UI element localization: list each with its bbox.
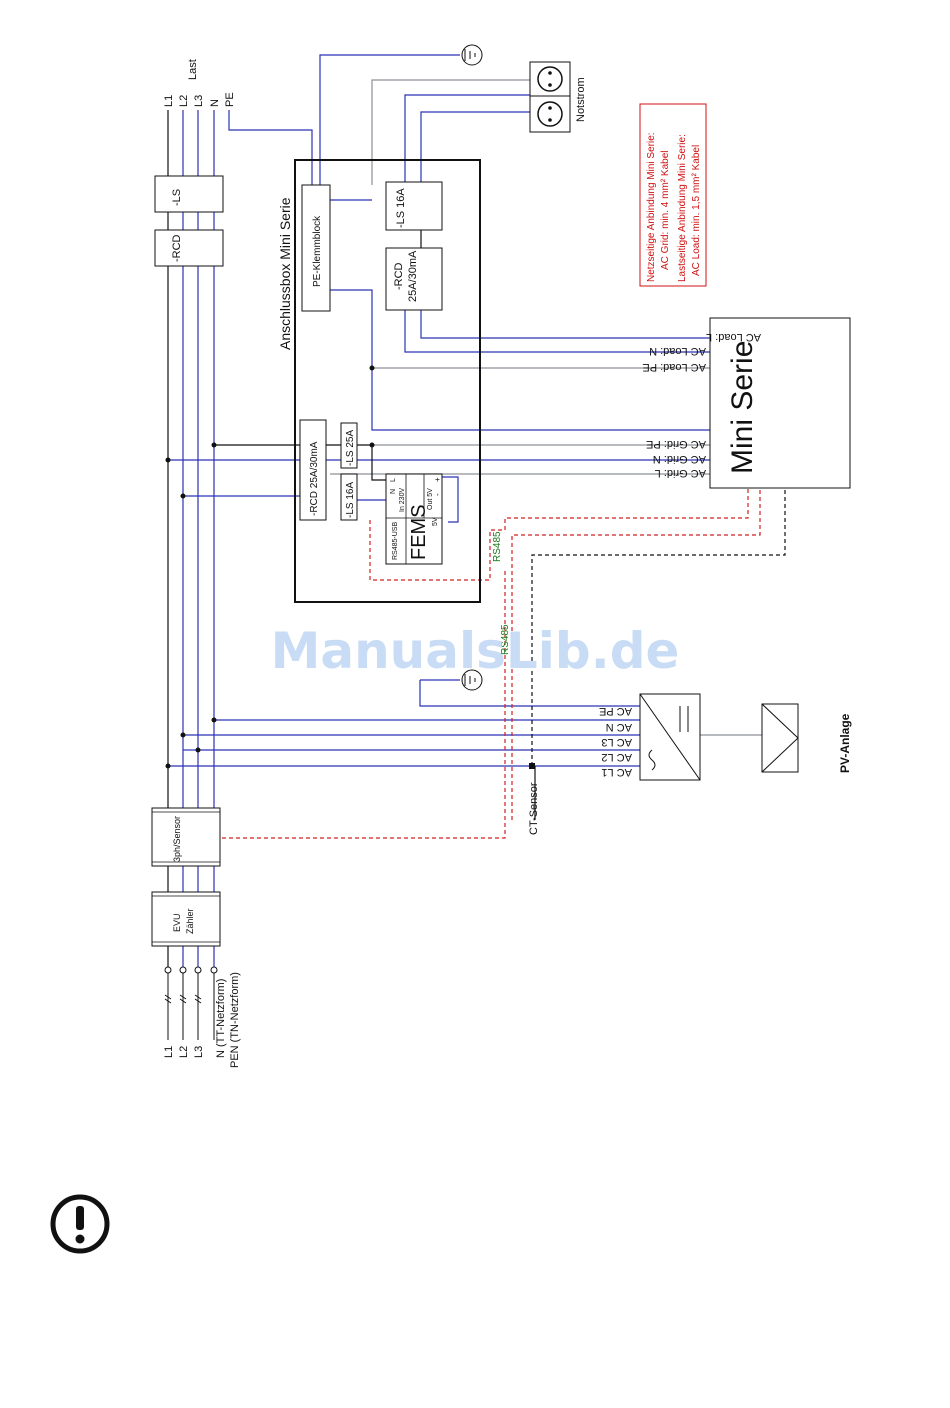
junction-dots	[165, 365, 535, 769]
wiring	[167, 54, 786, 968]
socket-icon	[529, 95, 571, 133]
label-pv-acpe: AC PE	[599, 705, 632, 717]
label-fems-in230: In 230V	[399, 488, 406, 512]
label-pv-acn: AC N	[606, 721, 632, 733]
anschlussbox-title: Anschlussbox Mini Serie	[277, 197, 293, 350]
label-n-tt: N (TT-Netzform)	[215, 979, 227, 1058]
mini-serie-inverter: Mini Serie AC Load: L	[706, 317, 851, 489]
label-last: Last	[187, 59, 199, 80]
label-ac-grid-pe: AC Grid: PE	[646, 438, 706, 450]
label-meter-2: Zähler	[185, 908, 195, 934]
label-pen-tn: PEN (TN-Netzform)	[229, 972, 241, 1068]
label-notstrom: Notstrom	[575, 77, 587, 122]
anschlussbox: Anschlussbox Mini Serie PE-Klemmblock -L…	[277, 159, 481, 603]
label-main-ls: -LS	[171, 189, 183, 206]
label-l1-bottom: L1	[163, 1046, 175, 1058]
label-box-ls25: -LS 25A	[345, 430, 356, 466]
pv-panel-icon	[761, 703, 799, 773]
label-meter-1: EVU	[172, 913, 182, 932]
label-pv-acl3: AC L3	[601, 736, 632, 748]
label-l2-top: L2	[178, 95, 190, 107]
label-pe-klemmblock: PE-Klemmblock	[312, 215, 323, 287]
label-l3-top: L3	[193, 95, 205, 107]
box-rcd-top	[385, 247, 443, 311]
label-pv-anlage: PV-Anlage	[838, 713, 852, 773]
label-l3-bottom: L3	[193, 1046, 205, 1058]
box-rcd-bottom	[299, 419, 327, 521]
label-box-ls16-bottom: -LS 16A	[345, 482, 356, 518]
label-fems-minus: -	[433, 493, 442, 496]
socket-icon	[529, 61, 571, 97]
label-fems-out5v: Out 5V	[427, 488, 434, 510]
note-line-4: AC Load: min. 1,5 mm² Kabel	[691, 145, 702, 276]
pe-klemmblock	[301, 184, 331, 312]
label-ac-load-n: AC Load: N	[649, 345, 706, 357]
label-fems-plus: +	[433, 477, 442, 482]
label-pv-acl1: AC L1	[601, 766, 632, 778]
cable-note: Netzseitige Anbindung Mini Serie: AC Gri…	[639, 103, 707, 287]
label-pv-acl2: AC L2	[601, 751, 632, 763]
pv-inverter	[639, 693, 701, 781]
evu-meter: EVU Zähler	[151, 891, 221, 947]
main-rcd: -RCD	[154, 229, 224, 267]
label-ac-load-l: AC Load: L	[706, 331, 761, 343]
label-fems-l: L	[390, 478, 397, 482]
note-line-3: Lastseitige Anbindung Mini Serie:	[677, 134, 688, 282]
main-ls: -LS	[154, 175, 224, 213]
pv-terminal-labels: AC PE AC N AC L3 AC L2 AC L1	[599, 705, 632, 778]
bottom-terminals	[164, 966, 218, 974]
label-l1-top: L1	[163, 95, 175, 107]
ground-icon	[461, 44, 483, 66]
cable-breaks	[164, 973, 215, 1040]
sensor-3ph: 3ph/Sensor	[151, 807, 221, 867]
label-rs485-2: RS485	[500, 624, 511, 655]
supply-bottom-labels: L1 L2 L3 N (TT-Netzform) PEN (TN-Netzfor…	[163, 972, 241, 1068]
label-main-rcd: -RCD	[171, 234, 183, 262]
label-ac-grid-n: AC Grid: N	[653, 453, 706, 465]
inverter-terminal-labels: AC Load: N AC Load: PE AC Grid: PE AC Gr…	[642, 345, 706, 479]
label-mini-serie: Mini Serie	[726, 341, 759, 474]
label-l2-bottom: L2	[178, 1046, 190, 1058]
label-box-rcd-top-2: 25A/30mA	[407, 250, 419, 302]
label-box-ls16-top: -LS 16A	[395, 188, 407, 228]
label-n-top: N	[209, 99, 221, 107]
label-fems-n: N	[390, 489, 397, 494]
label-pe-top: PE	[224, 92, 236, 107]
label-ct-sensor: CT-Sensor	[528, 782, 540, 835]
warning-icon	[50, 1194, 110, 1254]
label-fems: FEMS	[408, 504, 430, 560]
label-rs485usb: RS485-USB	[392, 522, 399, 560]
label-ac-grid-l: AC Grid: L	[655, 467, 706, 479]
box-ls16-top	[385, 181, 443, 231]
label-ac-load-pe: AC Load: PE	[642, 361, 706, 373]
supply-top-labels: Last L1 L2 L3 N PE	[163, 59, 236, 107]
note-line-1: Netzseitige Anbindung Mini Serie:	[646, 132, 657, 282]
label-box-rcd-bottom: -RCD 25A/30mA	[309, 441, 320, 516]
label-rs485-1: RS485	[492, 531, 503, 562]
label-box-rcd-top-1: -RCD	[393, 262, 405, 290]
watermark: ManualsLib.de	[271, 622, 680, 680]
fems-unit: FEMS RS485-USB L N In 230V Out 5V + - 5V	[385, 473, 443, 565]
box-ls25	[340, 422, 358, 469]
box-ls16-bottom	[340, 473, 358, 521]
note-line-2: AC Grid: min. 4 mm² Kabel	[660, 151, 671, 270]
label-fems-5v: 5V	[432, 517, 439, 526]
label-sensor-3ph: 3ph/Sensor	[172, 816, 182, 862]
ground-icon	[461, 669, 483, 691]
